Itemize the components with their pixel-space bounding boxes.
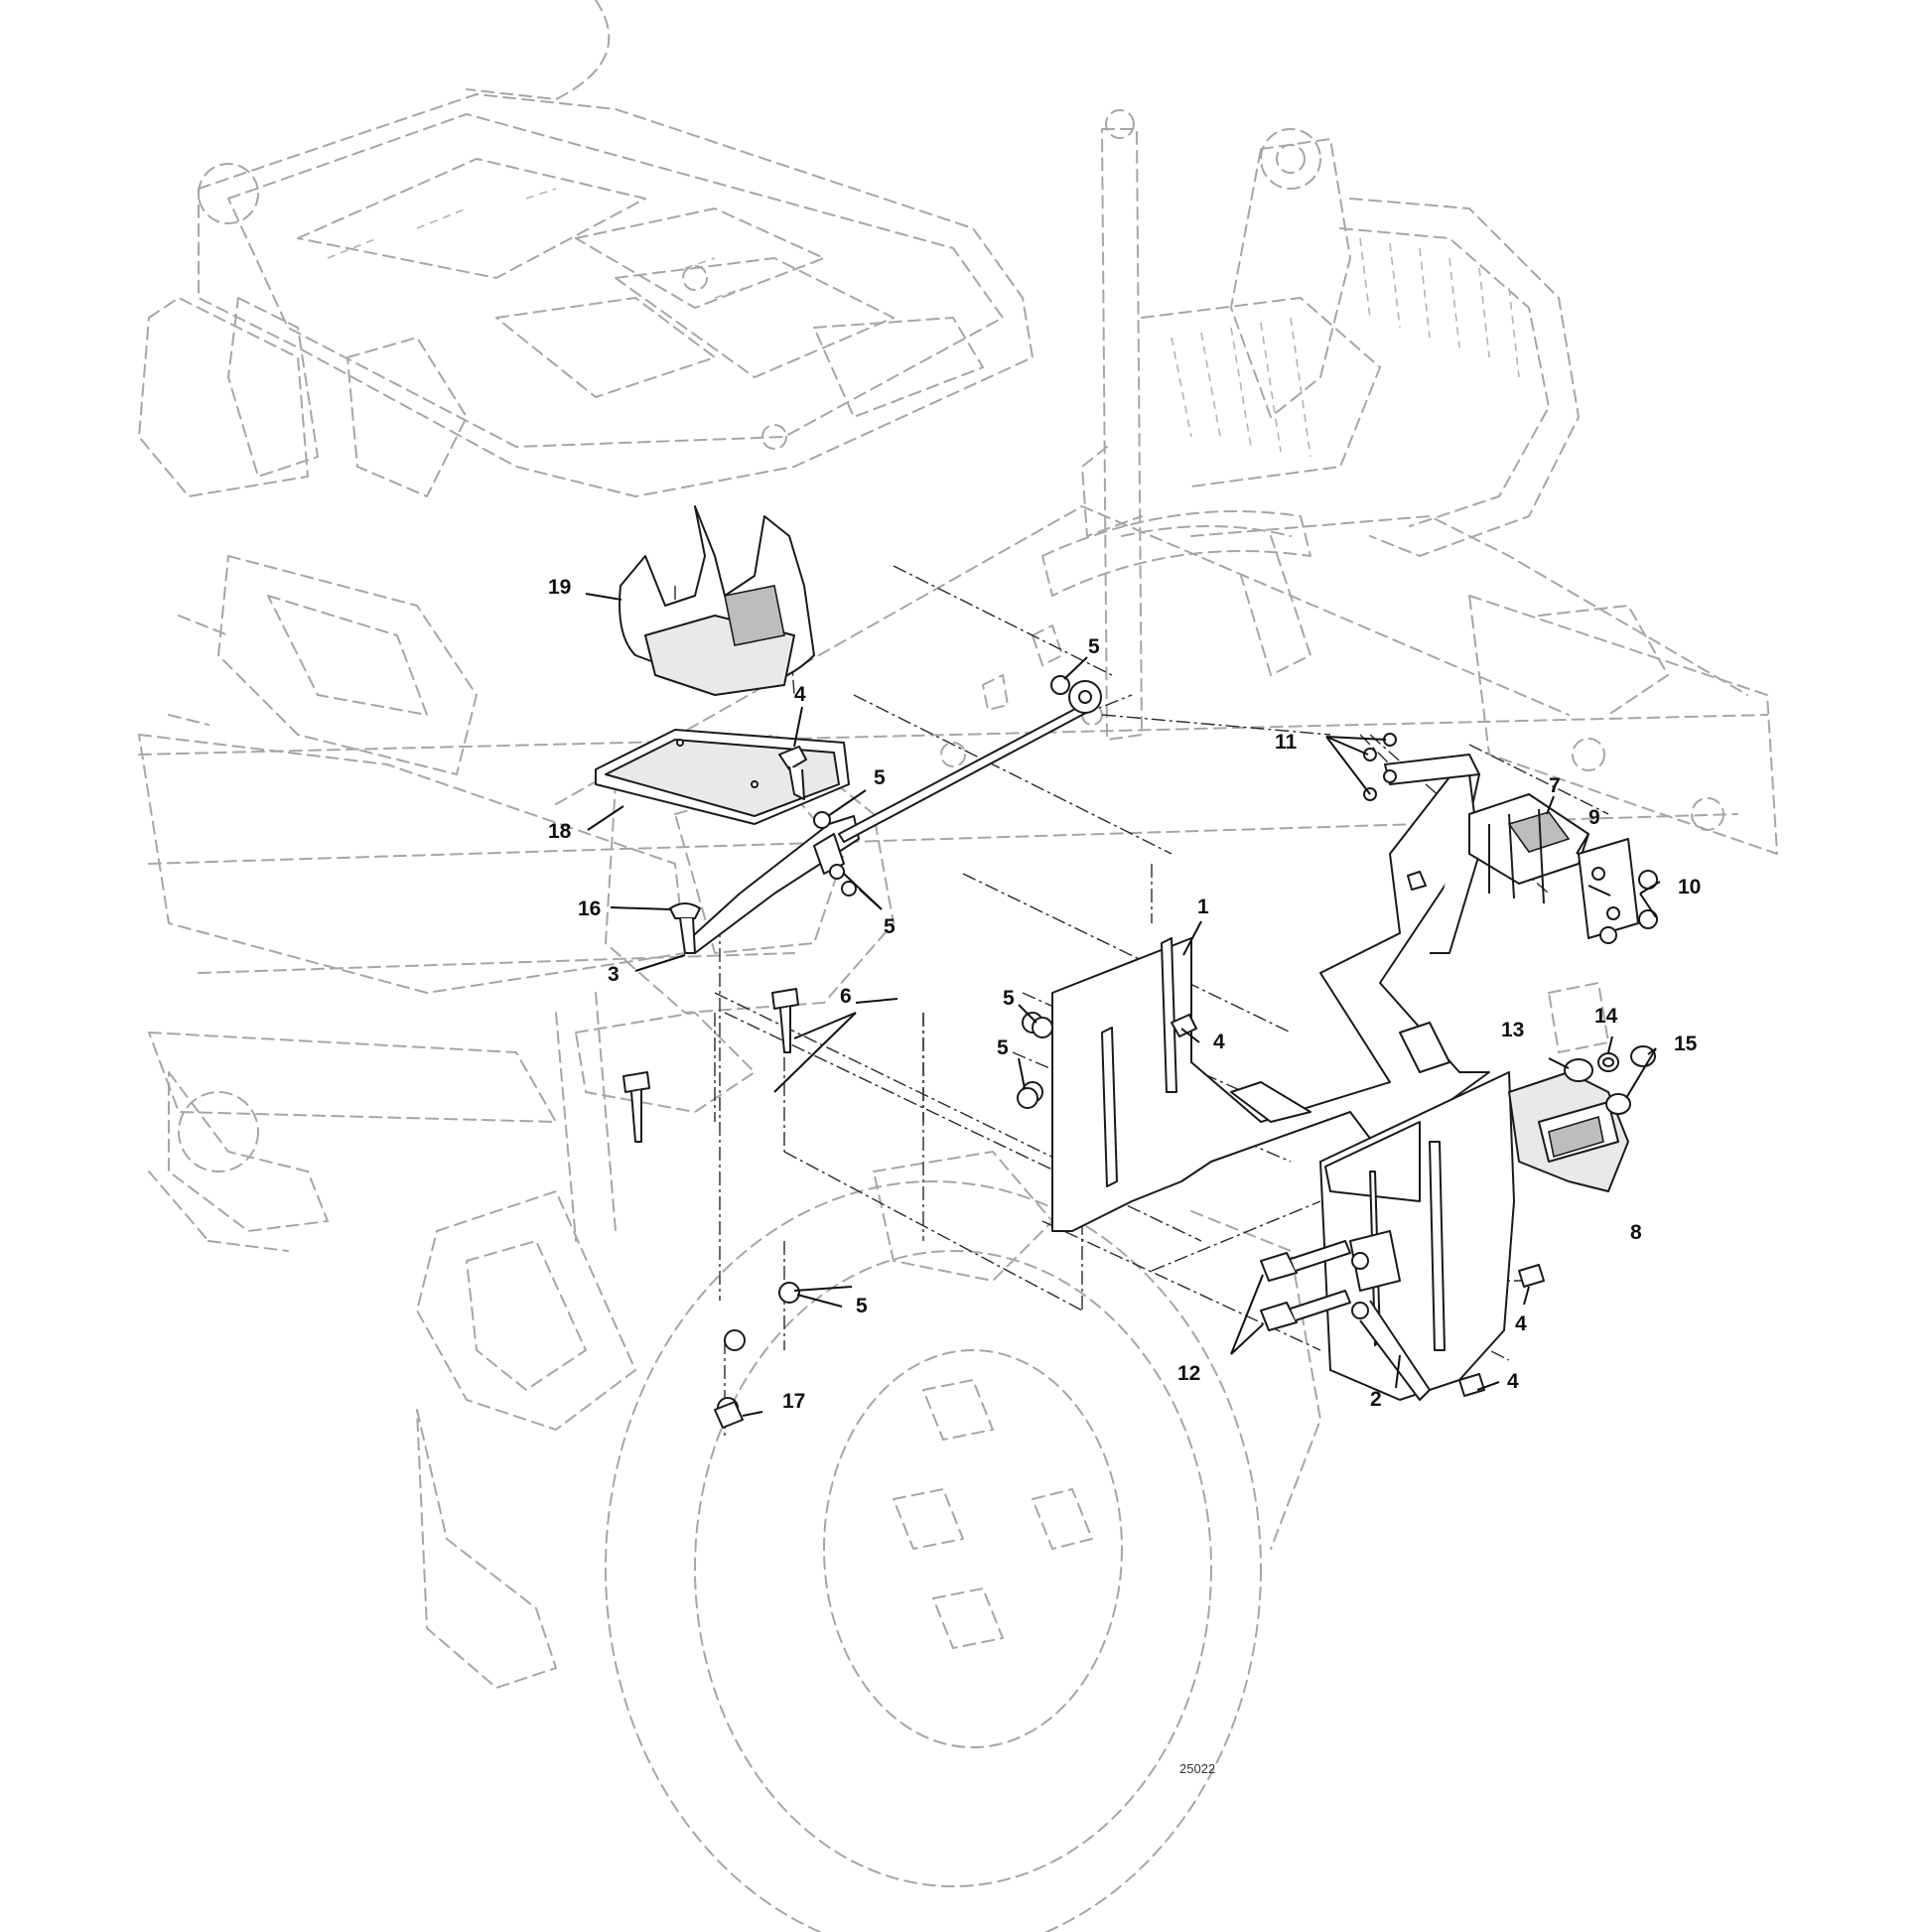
callout-5f: 5	[856, 1295, 868, 1317]
callout-13: 13	[1501, 1019, 1524, 1041]
callout-2: 2	[1370, 1388, 1382, 1411]
part-5-nut-d	[1032, 1017, 1053, 1038]
callout-5d: 5	[1003, 987, 1015, 1010]
drawing-number: 25022	[1179, 1761, 1215, 1776]
callout-5b: 5	[874, 766, 886, 789]
parts	[595, 505, 1658, 1429]
callout-11: 11	[1275, 731, 1298, 754]
callout-5a: 5	[1088, 635, 1100, 658]
callout-3: 3	[608, 963, 620, 986]
part-1-bracket	[1051, 763, 1490, 1232]
callout-15: 15	[1674, 1033, 1698, 1055]
callout-9: 9	[1588, 806, 1600, 829]
part-12-bolt-a	[1260, 1252, 1298, 1282]
part-9-plate	[1578, 838, 1639, 939]
part-19-boot-slot	[724, 585, 785, 646]
callout-16: 16	[578, 897, 601, 920]
callout-4b: 4	[1213, 1031, 1225, 1053]
part-5-nut-a	[813, 811, 831, 829]
part-4-screw-a	[778, 746, 807, 770]
callout-14: 14	[1594, 1005, 1618, 1028]
callout-6: 6	[840, 985, 852, 1008]
callout-18: 18	[548, 820, 572, 843]
part-2-plate	[1319, 1071, 1515, 1401]
part-5-nut-e	[1017, 1087, 1038, 1109]
part-15-nut-b	[1605, 1093, 1631, 1115]
leader-lines	[585, 593, 1661, 1417]
part-11-screw-b	[1363, 748, 1377, 761]
callout-7: 7	[1549, 774, 1561, 797]
ghost-machine-outline	[138, 0, 1778, 1932]
part-12-bolt-b	[1260, 1302, 1298, 1331]
part-5-nut-f	[778, 1282, 800, 1304]
callout-10: 10	[1678, 876, 1701, 898]
callout-17: 17	[782, 1390, 805, 1413]
callout-4d: 4	[1507, 1370, 1519, 1393]
part-11-screw-c	[1383, 769, 1397, 783]
part-5-nut-b	[829, 864, 845, 880]
part-6-bolt-a	[771, 988, 799, 1010]
callout-19: 19	[548, 576, 571, 599]
callout-12: 12	[1177, 1362, 1200, 1385]
callout-5c: 5	[884, 915, 896, 938]
part-10-screw-b	[1638, 909, 1658, 929]
part-5-nut-c	[841, 881, 857, 897]
part-4-screw-c	[1518, 1264, 1545, 1288]
callout-4c: 4	[1515, 1312, 1527, 1335]
part-5-nut-g	[724, 1329, 746, 1351]
callouts: 1 2 3 4 4 4 4 5 5 5 5 5 5 6 7 8 9 10 11 …	[548, 576, 1701, 1413]
part-17-nut	[714, 1401, 744, 1429]
part-13-washer	[1564, 1058, 1593, 1082]
callout-8: 8	[1630, 1221, 1642, 1244]
callout-5e: 5	[997, 1036, 1009, 1059]
part-6-bolt-b	[622, 1071, 650, 1093]
part-16-bolt	[669, 902, 701, 919]
part-4-screw-b	[1171, 1014, 1197, 1037]
part-5-nut-top	[1050, 675, 1070, 695]
callout-1: 1	[1197, 896, 1209, 918]
callout-4a: 4	[794, 683, 806, 706]
